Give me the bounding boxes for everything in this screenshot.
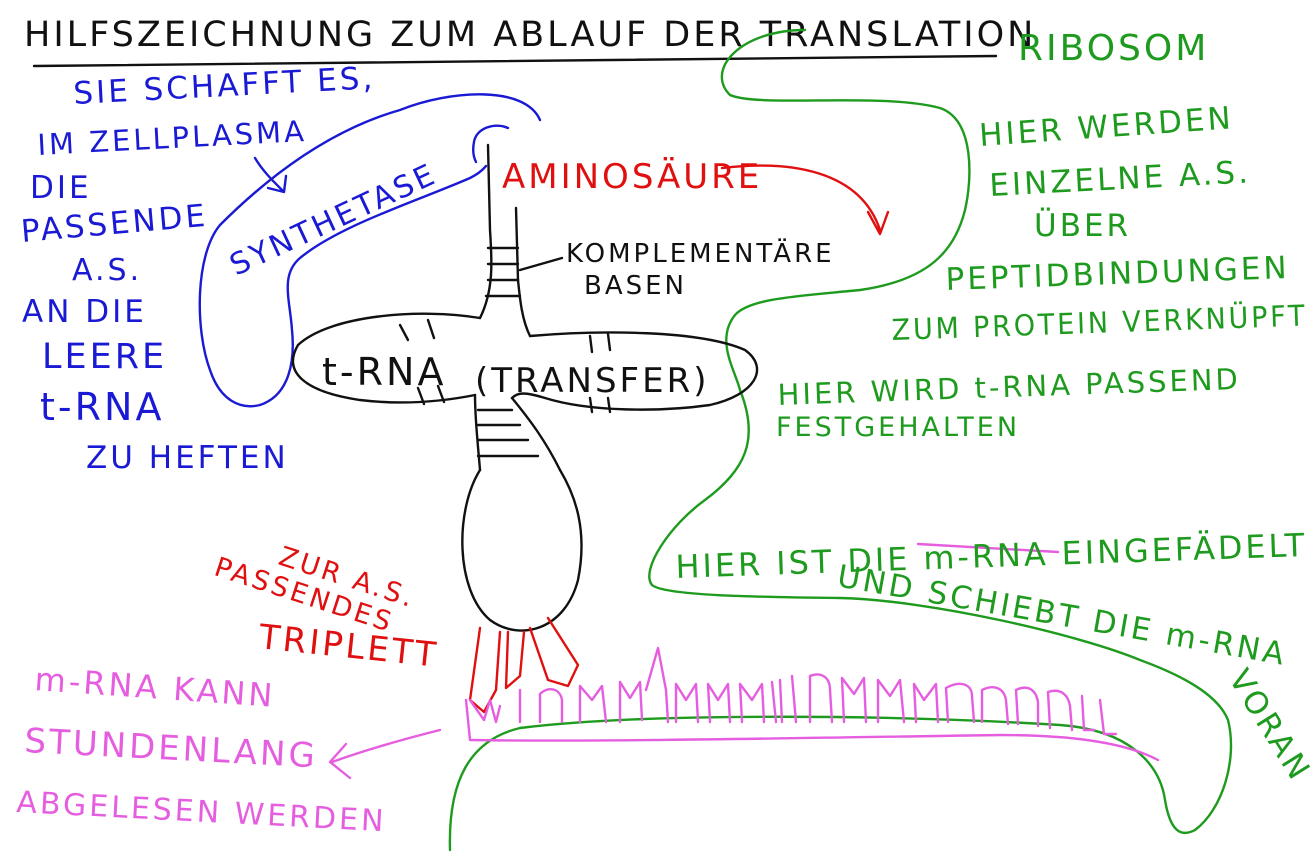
blue-note-line: A.S. bbox=[72, 253, 142, 288]
arm-bond bbox=[606, 332, 612, 352]
synthetase-label: SYNTHETASE bbox=[225, 157, 443, 283]
arm-bond bbox=[436, 384, 446, 404]
title-underline bbox=[32, 54, 998, 68]
green-note-line: FESTGEHALTEN bbox=[776, 412, 1020, 443]
komplementaer-pointer bbox=[518, 256, 564, 272]
pink-note-line: ABGELESEN WERDEN bbox=[16, 785, 388, 839]
mrna-bases bbox=[468, 646, 1118, 736]
green-note-line: HIER WIRD t-RNA PASSEND bbox=[777, 362, 1241, 412]
green-note-peptide: HIER WERDEN EINZELNE A.S. ÜBER PEPTIDBIN… bbox=[891, 100, 1308, 347]
trna-label: t-RNA bbox=[322, 350, 446, 394]
mrna-underline bbox=[916, 542, 1060, 554]
green-note-line: ZUM PROTEIN VERKNÜPFT bbox=[891, 298, 1308, 346]
trna-anticodon-stem bbox=[473, 393, 562, 472]
basen-label: BASEN bbox=[584, 271, 687, 301]
blue-note-line: DIE bbox=[30, 170, 92, 206]
triplett-line-3: TRIPLETT bbox=[256, 617, 440, 676]
blue-note-line: SIE SCHAFFT ES, bbox=[73, 60, 377, 112]
arrow-to-synthetase bbox=[253, 156, 288, 194]
green-note-mrna: HIER IST DIE m-RNA EINGEFÄDELT UND SCHIE… bbox=[675, 526, 1316, 788]
arm-bond bbox=[426, 318, 436, 340]
pink-note: m-RNA KANN STUNDENLANG ABGELESEN WERDEN bbox=[16, 660, 388, 839]
mrna-readout-arrow bbox=[328, 728, 442, 780]
anticodon-triplet bbox=[468, 616, 580, 714]
green-note-line: ÜBER bbox=[1034, 207, 1131, 244]
blue-note-line: t-RNA bbox=[40, 385, 164, 429]
trna-anticodon-loop bbox=[461, 468, 583, 632]
arm-bond bbox=[588, 334, 594, 354]
arm-bond bbox=[398, 323, 410, 342]
green-note-line: VORAN bbox=[1221, 663, 1316, 788]
arm-bond bbox=[416, 386, 426, 406]
blue-note-line: ZU HEFTEN bbox=[86, 440, 289, 476]
aminosaeure-label: AMINOSÄURE bbox=[502, 157, 762, 197]
blue-note: SIE SCHAFFT ES, IM ZELLPLASMA DIE PASSEN… bbox=[20, 60, 377, 476]
trna-right-arm bbox=[510, 331, 759, 411]
green-note-trna-site: HIER WIRD t-RNA PASSEND FESTGEHALTEN bbox=[776, 362, 1241, 443]
blue-note-line: AN DIE bbox=[22, 294, 147, 330]
arm-bond bbox=[588, 396, 594, 414]
green-note-line: UND SCHIEBT DIE m-RNA bbox=[835, 558, 1290, 673]
ribosom-label: RIBOSOM bbox=[1018, 28, 1209, 69]
aminosaeure-arrow bbox=[720, 164, 890, 236]
synthetase-hook bbox=[471, 124, 510, 164]
komplementaere-label: KOMPLEMENTÄRE bbox=[566, 237, 835, 269]
transfer-label: (TRANSFER) bbox=[475, 361, 709, 401]
trna-left-arm bbox=[291, 312, 482, 404]
blue-note-line: LEERE bbox=[42, 337, 167, 377]
green-note-line: HIER IST DIE m-RNA EINGEFÄDELT bbox=[675, 526, 1308, 586]
title: HILFSZEICHNUNG ZUM ABLAUF DER TRANSLATIO… bbox=[24, 15, 1036, 55]
synthetase-outline bbox=[198, 93, 542, 408]
pink-note-line: STUNDENLANG bbox=[24, 721, 319, 776]
green-note-line: EINZELNE A.S. bbox=[989, 154, 1252, 204]
blue-note-line: IM ZELLPLASMA bbox=[37, 114, 308, 162]
pink-note-line: m-RNA KANN bbox=[33, 660, 276, 715]
ribosome-upper-outline bbox=[648, 28, 1233, 832]
green-note-line: HIER WERDEN bbox=[978, 100, 1235, 154]
arm-bond bbox=[606, 396, 612, 414]
mrna-strand bbox=[464, 698, 1160, 762]
green-note-line: PEPTIDBINDUNGEN bbox=[945, 250, 1290, 298]
